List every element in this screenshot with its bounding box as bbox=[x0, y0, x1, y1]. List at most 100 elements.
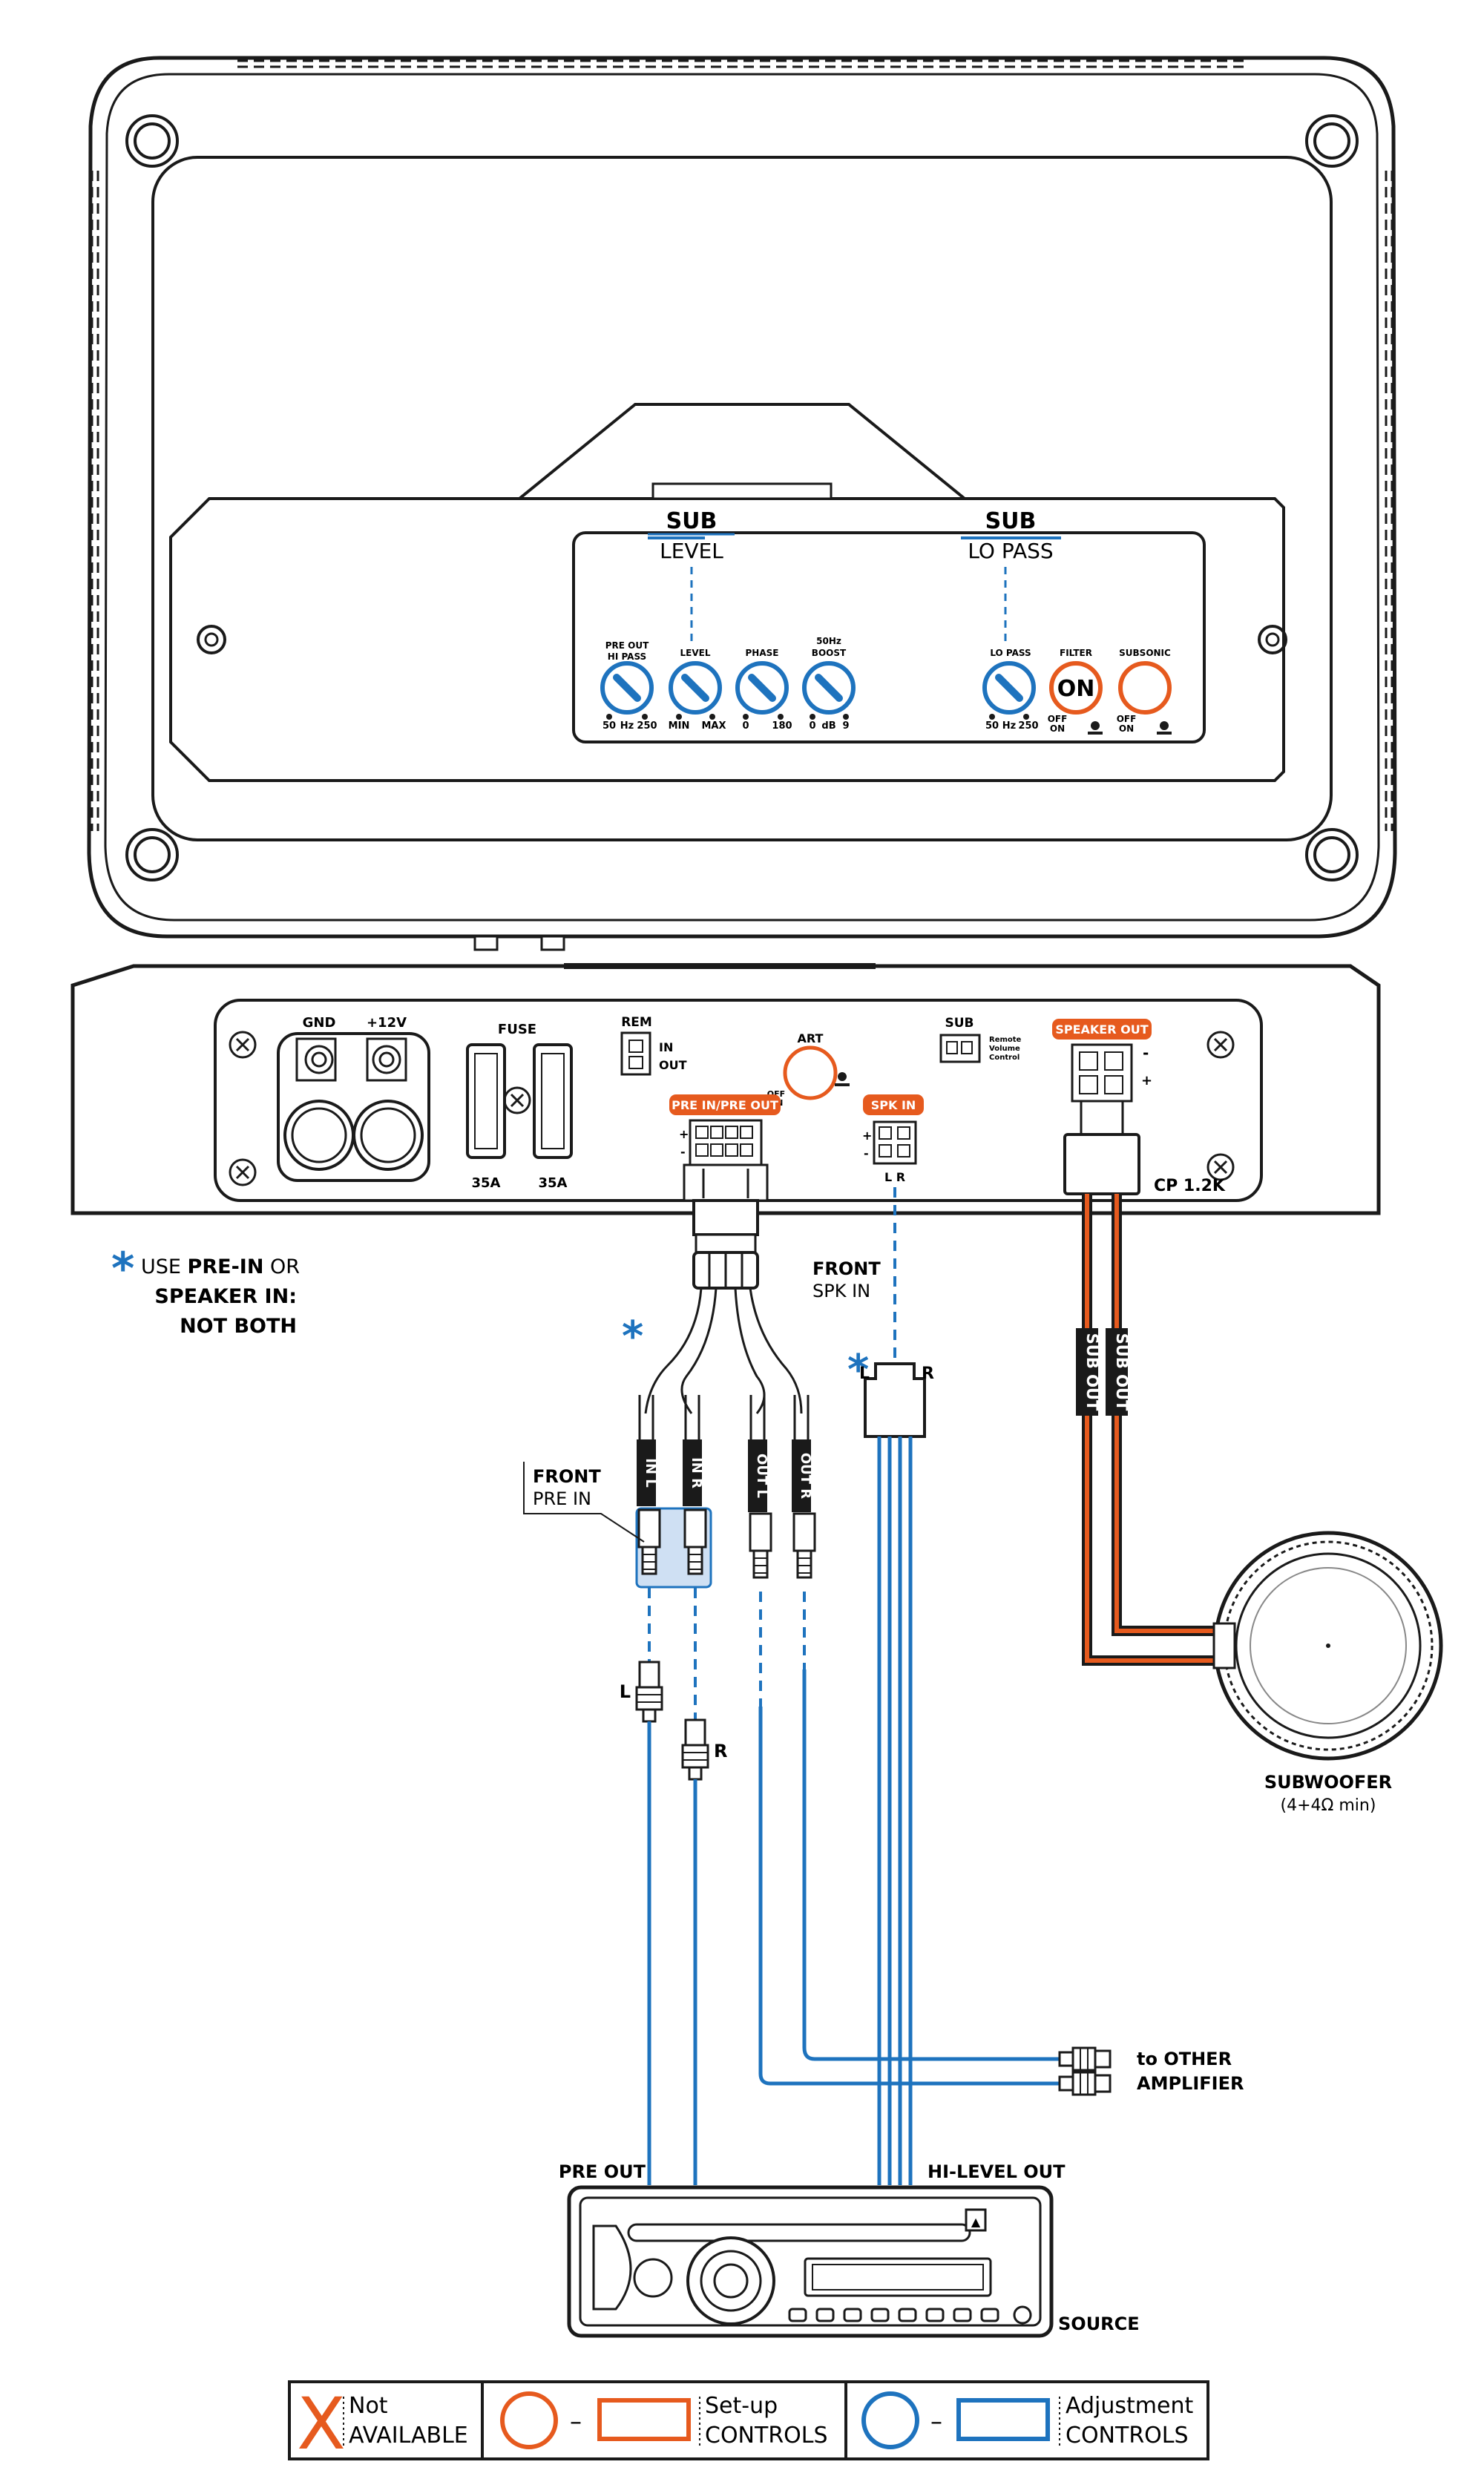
rotary-knob-icon[interactable] bbox=[738, 663, 787, 712]
preset-button[interactable] bbox=[815, 2308, 835, 2322]
legend-dash: – bbox=[930, 2407, 942, 2435]
amplifier-top-view bbox=[87, 56, 1397, 951]
front-spk-label-2: SPK IN bbox=[812, 1281, 870, 1301]
harness-labels: IN L IN R OUT L OUT R bbox=[637, 1439, 813, 1512]
knob-min: 50 bbox=[985, 720, 999, 732]
signal-wires bbox=[647, 1436, 1060, 2185]
rotary-knob-icon[interactable] bbox=[671, 663, 720, 712]
setup-knob-icon bbox=[500, 2391, 558, 2449]
knob-lopass[interactable]: LO PASS 50 Hz 250 bbox=[985, 648, 1039, 732]
sub-level-subtitle: LEVEL bbox=[660, 539, 723, 563]
fuse2-rating: 35A bbox=[539, 1175, 568, 1191]
knob-label: 50Hz bbox=[816, 636, 841, 646]
preset-button[interactable] bbox=[953, 2308, 972, 2322]
rotary-knob-icon[interactable] bbox=[603, 663, 651, 712]
source-label: SOURCE bbox=[1058, 2314, 1140, 2334]
person-icon bbox=[1088, 721, 1103, 735]
rca-plug-icon bbox=[683, 1508, 707, 1575]
preset-button[interactable] bbox=[898, 2308, 917, 2322]
rotary-knob-icon[interactable] bbox=[985, 663, 1034, 712]
pre-in-out-connector[interactable]: PRE IN/PRE OUT + - bbox=[669, 1094, 781, 1290]
legend-dash: – bbox=[570, 2407, 582, 2435]
rca-harness bbox=[638, 1287, 810, 1454]
person-icon bbox=[1157, 721, 1172, 735]
use-note: * USE PRE-IN OR SPEAKER IN: NOT BOTH * * bbox=[111, 1243, 869, 1394]
knob-max: 250 bbox=[637, 720, 657, 732]
rem-connector[interactable]: REM IN OUT bbox=[620, 1015, 687, 1076]
sub-level-label: SUB LEVEL bbox=[648, 508, 735, 644]
knob-max: 9 bbox=[842, 720, 849, 732]
knob-phase[interactable]: PHASE 0 180 bbox=[738, 648, 792, 732]
sub-out-label: SUB OUT bbox=[1083, 1333, 1101, 1411]
asterisk-icon: * bbox=[622, 1313, 643, 1361]
front-pre-label-2: PRE IN bbox=[533, 1488, 591, 1509]
legend-setup-1: Set-up bbox=[705, 2393, 778, 2419]
legend: X Not AVAILABLE – Set-up CONTROLS – Adju… bbox=[288, 2380, 1209, 2466]
model-label: CP 1.2K bbox=[1154, 1177, 1226, 1195]
filter-button[interactable]: FILTER ON OFF ON bbox=[1048, 648, 1103, 735]
front-pre-in-label: FRONT PRE IN bbox=[523, 1462, 645, 1543]
knob-max: MAX bbox=[701, 720, 726, 732]
knob-min: 50 bbox=[603, 720, 616, 732]
front-pre-label-1: FRONT bbox=[533, 1466, 601, 1487]
sub-lopass-label: SUB LO PASS bbox=[968, 508, 1054, 644]
rca-r-label: R bbox=[714, 1741, 727, 1761]
knob-preout-hipass[interactable]: PRE OUT HI PASS 50 Hz 250 bbox=[603, 640, 657, 732]
sub-level-title: SUB bbox=[666, 508, 718, 534]
filter-on-text: ON bbox=[1057, 676, 1095, 702]
preset-button[interactable] bbox=[980, 2308, 999, 2322]
fuse1-rating: 35A bbox=[472, 1175, 501, 1191]
eject-icon: ▲ bbox=[971, 2215, 981, 2229]
in-r-label: IN R bbox=[689, 1457, 704, 1488]
preset-button[interactable] bbox=[788, 2308, 807, 2322]
rca-plug-icon bbox=[792, 1512, 816, 1579]
remote-label: Remote bbox=[989, 1036, 1022, 1044]
preset-button[interactable] bbox=[843, 2308, 862, 2322]
gnd-label: GND bbox=[303, 1015, 336, 1031]
knob-min: 0 bbox=[809, 720, 815, 732]
spk-r-label: R bbox=[922, 1365, 934, 1383]
knob-label: BOOST bbox=[812, 648, 847, 658]
speaker-out-connector[interactable]: SPEAKER OUT - + bbox=[1052, 1019, 1152, 1195]
subsonic-label: SUBSONIC bbox=[1119, 648, 1171, 658]
subwoofer: SUBWOOFER (4+4Ω min) bbox=[1212, 1531, 1443, 1815]
rca-plug-icon bbox=[681, 1718, 709, 1781]
setup-box-icon bbox=[597, 2398, 691, 2441]
preset-button[interactable] bbox=[925, 2308, 945, 2322]
subsonic-off: OFF bbox=[1117, 714, 1137, 724]
fuse-label: FUSE bbox=[498, 1022, 536, 1037]
rotary-knob-icon[interactable] bbox=[804, 663, 853, 712]
other-amp-label-2: AMPLIFIER bbox=[1137, 2073, 1244, 2094]
remote-label: Control bbox=[989, 1054, 1020, 1062]
rca-plug-icon bbox=[1058, 2071, 1112, 2096]
minus-sign: - bbox=[680, 1145, 686, 1159]
subwoofer-label: SUBWOOFER bbox=[1264, 1772, 1392, 1793]
rca-plug-icon bbox=[749, 1512, 772, 1579]
sub-lopass-subtitle: LO PASS bbox=[968, 539, 1053, 563]
not-available-icon: X bbox=[297, 2383, 346, 2466]
rca-plug-icon bbox=[637, 1508, 661, 1575]
spk-l-label: L bbox=[859, 1365, 870, 1383]
knob-boost[interactable]: 50Hz BOOST 0 dB 9 bbox=[804, 636, 853, 732]
knob-unit: Hz bbox=[1002, 720, 1016, 732]
subsonic-button[interactable]: SUBSONIC OFF ON bbox=[1117, 648, 1172, 735]
asterisk-icon: * bbox=[111, 1243, 134, 1295]
knob-level[interactable]: LEVEL MIN MAX bbox=[669, 648, 726, 732]
subwoofer-spec: (4+4Ω min) bbox=[1281, 1796, 1376, 1815]
speaker-out-label: SPEAKER OUT bbox=[1055, 1022, 1148, 1037]
fuses: FUSE 35A 35A bbox=[466, 1022, 573, 1191]
preset-button[interactable] bbox=[870, 2308, 890, 2322]
hi-level-out-label: HI-LEVEL OUT bbox=[928, 2161, 1066, 2182]
sub-remote-connector[interactable]: SUB Remote Volume Control bbox=[939, 1016, 1022, 1063]
rem-in: IN bbox=[659, 1040, 673, 1054]
spk-in-connector[interactable]: SPK IN + - L R bbox=[862, 1094, 924, 1184]
legend-adj-2: CONTROLS bbox=[1066, 2423, 1189, 2449]
knob-label: PHASE bbox=[746, 648, 779, 658]
eject-button[interactable] bbox=[965, 2208, 987, 2232]
art-label: ART bbox=[798, 1031, 824, 1045]
minus-sign: - bbox=[864, 1146, 869, 1160]
rca-l-label: L bbox=[620, 1681, 631, 1702]
note-line-3: NOT BOTH bbox=[180, 1315, 297, 1338]
adjustment-box-icon bbox=[956, 2398, 1050, 2441]
spk-lr-label: L R bbox=[884, 1170, 905, 1184]
